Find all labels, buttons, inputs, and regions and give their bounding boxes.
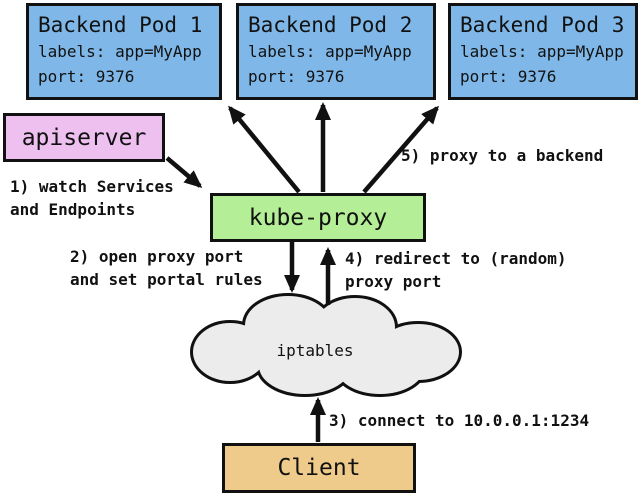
backend-pod-2-title: Backend Pod 2 — [248, 13, 413, 37]
apiserver-box: apiserver — [3, 113, 165, 162]
step4-line1: 4) redirect to (random) — [345, 249, 567, 268]
step4-annotation: 4) redirect to (random) proxy port — [345, 247, 567, 293]
step1-annotation: 1) watch Services and Endpoints — [10, 175, 174, 221]
backend-pod-3-box: Backend Pod 3 labels: app=MyApp port: 93… — [448, 3, 638, 100]
step1-line1: 1) watch Services — [10, 177, 174, 196]
step5-annotation: 5) proxy to a backend — [401, 144, 603, 167]
backend-pod-1-port: port: 9376 — [38, 67, 135, 86]
backend-pod-3-title: Backend Pod 3 — [460, 13, 625, 37]
iptables-label: iptables — [276, 341, 354, 360]
arrow-kubeproxy-to-pod1 — [228, 105, 301, 194]
backend-pod-3-labels: labels: app=MyApp — [460, 42, 624, 61]
backend-pod-2-box: Backend Pod 2 labels: app=MyApp port: 93… — [236, 3, 436, 100]
step1-line2: and Endpoints — [10, 200, 136, 219]
kube-proxy-label: kube-proxy — [248, 204, 388, 231]
step5-line1: 5) proxy to a backend — [401, 146, 604, 165]
step3-annotation: 3) connect to 10.0.0.1:1234 — [329, 409, 589, 432]
backend-pod-1-labels: labels: app=MyApp — [38, 42, 202, 61]
kube-proxy-box: kube-proxy — [210, 193, 426, 242]
arrow-kubeproxy-to-pod3 — [362, 105, 439, 194]
client-box: Client — [222, 443, 416, 493]
backend-pod-1-box: Backend Pod 1 labels: app=MyApp port: 93… — [26, 3, 222, 100]
arrow-apiserver-to-kubeproxy — [165, 156, 203, 188]
backend-pod-2-port: port: 9376 — [248, 67, 345, 86]
step2-line1: 2) open proxy port — [70, 247, 244, 266]
iptables-cloud — [190, 293, 462, 397]
backend-pod-3-port: port: 9376 — [460, 67, 557, 86]
apiserver-label: apiserver — [21, 124, 147, 151]
client-label: Client — [277, 455, 361, 481]
backend-pod-2-labels: labels: app=MyApp — [248, 42, 412, 61]
step2-annotation: 2) open proxy port and set portal rules — [70, 245, 263, 291]
step2-line2: and set portal rules — [70, 270, 263, 289]
step4-line2: proxy port — [345, 272, 442, 291]
step3-line1: 3) connect to 10.0.0.1:1234 — [329, 411, 590, 430]
backend-pod-1-title: Backend Pod 1 — [38, 13, 203, 37]
